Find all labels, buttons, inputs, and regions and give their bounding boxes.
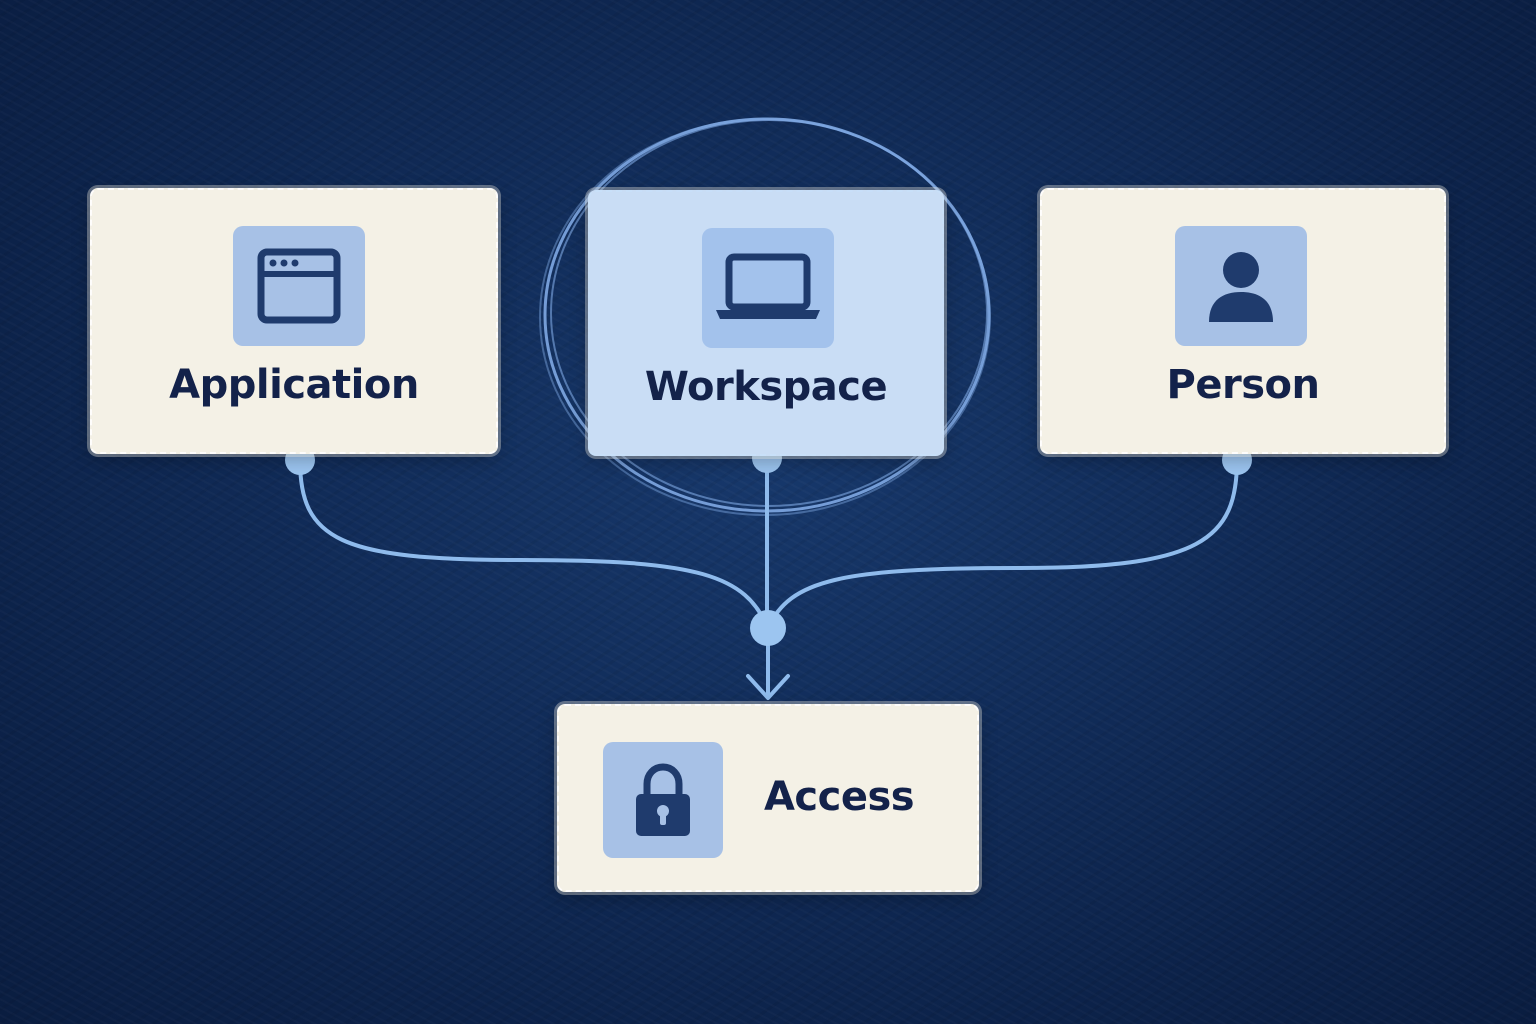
- padlock-icon: [603, 742, 723, 858]
- connector-application-to-access: [298, 458, 770, 630]
- node-access[interactable]: Access: [557, 704, 979, 892]
- node-application[interactable]: Application: [90, 188, 498, 454]
- node-label-person: Person: [1166, 362, 1320, 408]
- arrowhead: [746, 674, 790, 700]
- browser-window-icon: [233, 226, 365, 346]
- junction-node: [750, 610, 786, 646]
- node-person[interactable]: Person: [1040, 188, 1446, 454]
- user-icon: [1175, 226, 1307, 346]
- laptop-icon: [702, 228, 834, 348]
- node-label-access: Access: [763, 774, 915, 820]
- connector-person-to-access: [766, 458, 1239, 630]
- node-label-workspace: Workspace: [644, 364, 888, 410]
- node-workspace[interactable]: Workspace: [588, 190, 944, 456]
- node-label-application: Application: [169, 362, 419, 408]
